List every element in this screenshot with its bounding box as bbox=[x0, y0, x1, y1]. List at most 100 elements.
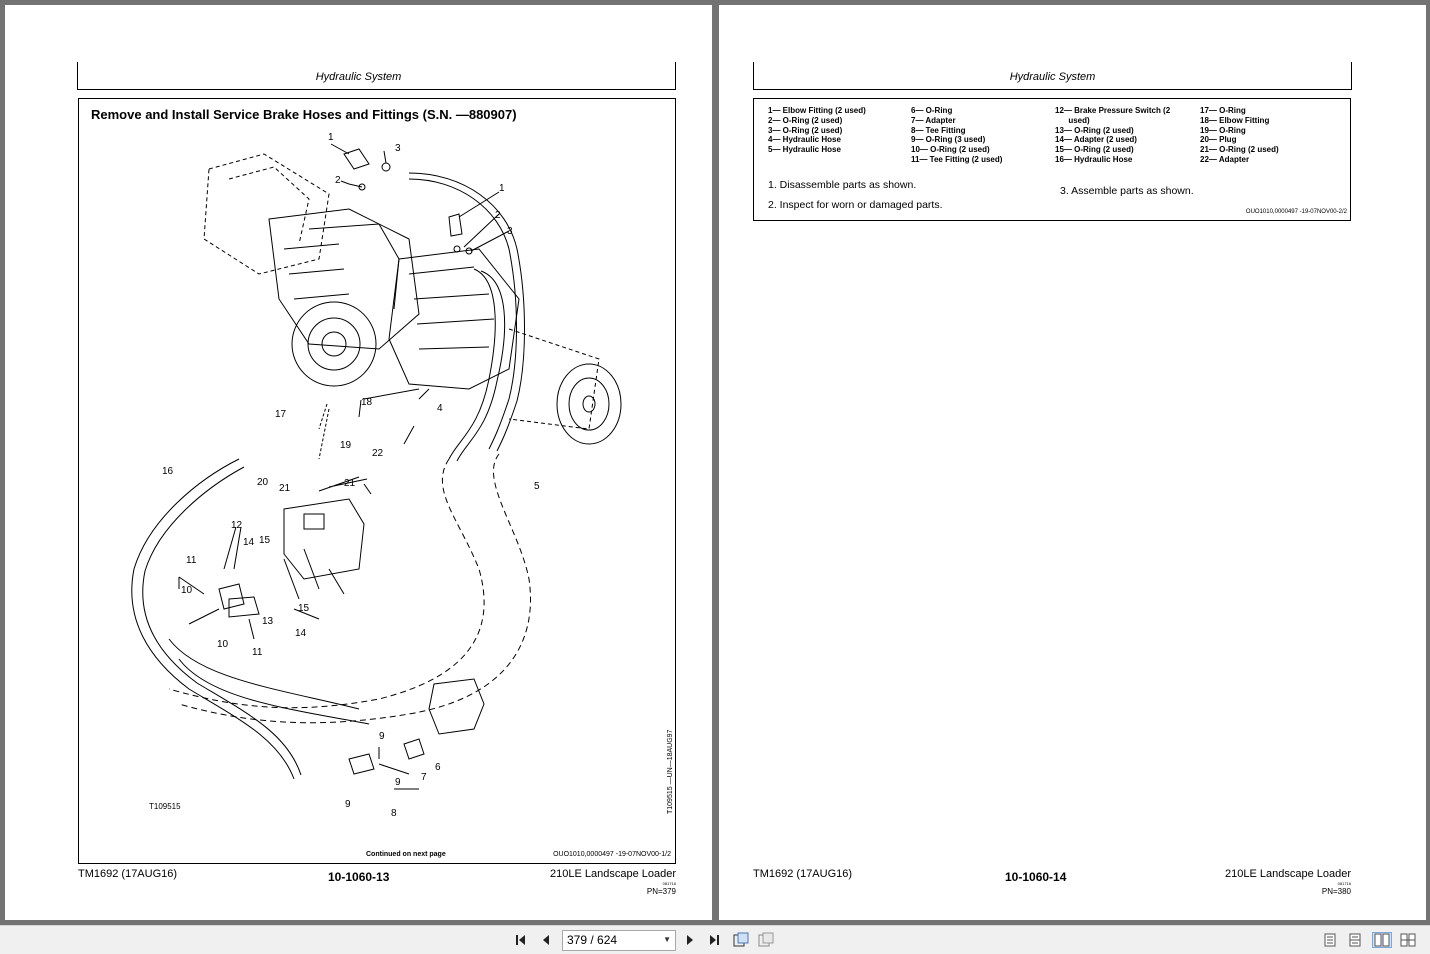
part-item: 2— O-Ring (2 used) bbox=[768, 115, 843, 125]
footer-manual-id: TM1692 (17AUG16) bbox=[78, 868, 178, 880]
prev-page-icon[interactable] bbox=[538, 932, 554, 948]
part-item: 19— O-Ring bbox=[1200, 125, 1246, 135]
parts-column-3: 12— Brake Pressure Switch (2 used) 13— O… bbox=[1055, 106, 1170, 165]
doc-ref: OUO1010,0000497 -19-07NOV00-1/2 bbox=[553, 851, 671, 858]
footer-date-code: 081716 bbox=[662, 881, 676, 886]
page-header: Hydraulic System bbox=[1009, 71, 1096, 83]
continuous-icon[interactable] bbox=[1347, 932, 1363, 948]
fit-width-icon[interactable] bbox=[758, 932, 774, 948]
callout-21a: 21 bbox=[279, 483, 291, 494]
last-page-icon[interactable] bbox=[705, 932, 721, 948]
callout-14a: 14 bbox=[243, 537, 255, 548]
callout-4: 4 bbox=[437, 403, 443, 414]
callout-9c: 9 bbox=[345, 799, 351, 810]
part-item: 5— Hydraulic Hose bbox=[768, 145, 841, 155]
part-item: 18— Elbow Fitting bbox=[1200, 115, 1270, 125]
callout-19: 19 bbox=[340, 440, 352, 451]
callout-8: 8 bbox=[391, 808, 397, 819]
document-viewer: Hydraulic System Remove and Install Serv… bbox=[5, 5, 1426, 920]
part-item: 13— O-Ring (2 used) bbox=[1055, 125, 1134, 135]
callout-3b: 3 bbox=[507, 226, 513, 237]
step-1: 1. Disassemble parts as shown. bbox=[768, 179, 917, 191]
part-item: 14— Adapter (2 used) bbox=[1055, 135, 1137, 145]
page-number-field[interactable]: 379 / 624 ▼ bbox=[562, 930, 676, 951]
two-page-continuous-icon[interactable] bbox=[1400, 932, 1416, 948]
callout-21b: 21 bbox=[344, 478, 356, 489]
part-item: 22— Adapter bbox=[1200, 154, 1250, 164]
callout-13: 13 bbox=[262, 616, 274, 627]
footer-manual-id: TM1692 (17AUG16) bbox=[753, 868, 853, 880]
part-item: 9— O-Ring (3 used) bbox=[911, 135, 986, 145]
callout-15a: 15 bbox=[259, 535, 271, 546]
callout-5: 5 bbox=[534, 481, 540, 492]
parts-column-2: 6— O-Ring 7— Adapter 8— Tee Fitting 9— O… bbox=[911, 106, 1002, 165]
callout-2b: 2 bbox=[495, 210, 501, 221]
header-rule bbox=[753, 62, 1352, 90]
callout-14b: 14 bbox=[295, 628, 307, 639]
callout-2a: 2 bbox=[335, 175, 341, 186]
page-left: Hydraulic System Remove and Install Serv… bbox=[5, 5, 712, 920]
callout-11b: 11 bbox=[252, 647, 263, 658]
part-item: 7— Adapter bbox=[911, 115, 956, 125]
callout-17: 17 bbox=[275, 409, 287, 420]
footer-model: 210LE Landscape Loader bbox=[550, 868, 676, 880]
footer-page-number: 10-1060-13 bbox=[328, 870, 390, 884]
footer-date-code: 081716 bbox=[1337, 881, 1351, 886]
callout-10a: 10 bbox=[181, 585, 193, 596]
parts-legend-box: 1— Elbow Fitting (2 used) 2— O-Ring (2 u… bbox=[753, 98, 1351, 221]
callout-6: 6 bbox=[435, 762, 441, 773]
part-item: 10— O-Ring (2 used) bbox=[911, 145, 990, 155]
footer-pn: PN=379 bbox=[646, 887, 676, 896]
part-item: used) bbox=[1055, 115, 1090, 125]
callout-1a: 1 bbox=[328, 132, 334, 143]
step-3: 3. Assemble parts as shown. bbox=[1060, 185, 1194, 197]
page-header: Hydraulic System bbox=[315, 71, 402, 83]
header-rule bbox=[77, 62, 676, 90]
callout-7: 7 bbox=[421, 772, 427, 783]
callout-1b: 1 bbox=[499, 183, 505, 194]
section-title: Remove and Install Service Brake Hoses a… bbox=[91, 107, 517, 122]
footer-pn: PN=380 bbox=[1321, 887, 1351, 896]
two-page-icon[interactable] bbox=[1372, 932, 1392, 948]
continued-note: Continued on next page bbox=[366, 851, 446, 858]
chevron-down-icon[interactable]: ▼ bbox=[663, 935, 671, 944]
part-item: 4— Hydraulic Hose bbox=[768, 135, 841, 145]
part-item: 11— Tee Fitting (2 used) bbox=[911, 154, 1003, 164]
footer-model: 210LE Landscape Loader bbox=[1225, 868, 1351, 880]
part-item: 3— O-Ring (2 used) bbox=[768, 125, 843, 135]
fit-page-icon[interactable] bbox=[733, 932, 749, 948]
callout-18: 18 bbox=[361, 397, 373, 408]
part-item: 16— Hydraulic Hose bbox=[1055, 154, 1133, 164]
callout-12: 12 bbox=[231, 520, 243, 531]
part-item: 12— Brake Pressure Switch (2 bbox=[1055, 106, 1171, 115]
part-item: 15— O-Ring (2 used) bbox=[1055, 145, 1134, 155]
page-right: Hydraulic System 1— Elbow Fitting (2 use… bbox=[719, 5, 1426, 920]
step-2: 2. Inspect for worn or damaged parts. bbox=[768, 199, 943, 211]
figure-frame: Remove and Install Service Brake Hoses a… bbox=[78, 98, 676, 864]
part-item: 20— Plug bbox=[1200, 135, 1237, 145]
callout-9a: 9 bbox=[379, 731, 385, 742]
footer-page-number: 10-1060-14 bbox=[1005, 870, 1067, 884]
callout-11a: 11 bbox=[186, 555, 197, 566]
callout-20: 20 bbox=[257, 477, 269, 488]
hydraulic-diagram: 1 3 2 1 2 3 18 17 19 22 16 20 21 21 4 5 bbox=[131, 132, 622, 819]
figure-vertical-ref: T109515 —UN—18AUG97 bbox=[667, 729, 674, 814]
figure-id: T109515 bbox=[149, 802, 181, 811]
parts-column-1: 1— Elbow Fitting (2 used) 2— O-Ring (2 u… bbox=[768, 106, 866, 155]
callout-22: 22 bbox=[372, 448, 384, 459]
callout-10b: 10 bbox=[217, 639, 229, 650]
part-item: 1— Elbow Fitting (2 used) bbox=[768, 106, 866, 115]
doc-ref: OUO1010,0000497 -19-07NOV00-2/2 bbox=[1245, 209, 1347, 215]
part-item: 6— O-Ring bbox=[911, 106, 953, 115]
callout-9b: 9 bbox=[395, 777, 401, 788]
single-page-icon[interactable] bbox=[1322, 932, 1338, 948]
callout-16: 16 bbox=[162, 466, 174, 477]
part-item: 17— O-Ring bbox=[1200, 106, 1246, 115]
page-number-value: 379 / 624 bbox=[567, 933, 618, 947]
viewer-toolbar: 379 / 624 ▼ bbox=[0, 925, 1430, 954]
callout-3a: 3 bbox=[395, 143, 401, 154]
callout-15b: 15 bbox=[298, 603, 310, 614]
next-page-icon[interactable] bbox=[682, 932, 698, 948]
first-page-icon[interactable] bbox=[514, 932, 530, 948]
part-item: 21— O-Ring (2 used) bbox=[1200, 145, 1279, 155]
